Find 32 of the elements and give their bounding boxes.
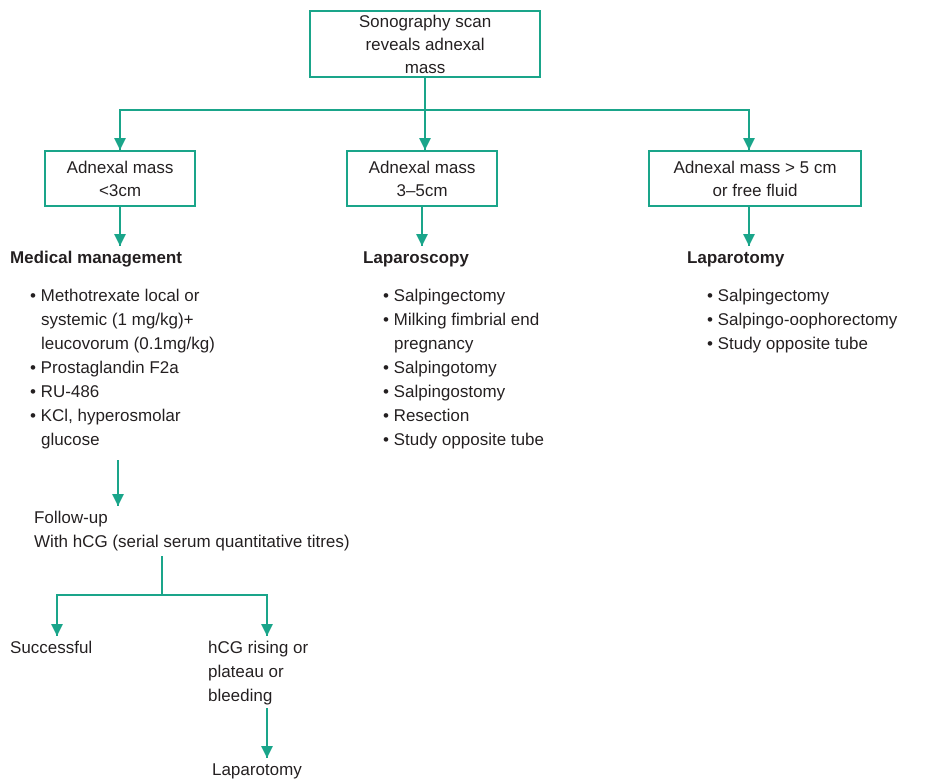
arrow	[261, 708, 273, 758]
arrow	[416, 207, 428, 246]
arrow	[743, 207, 755, 246]
list-item: • Study opposite tube	[707, 333, 869, 355]
arrow	[161, 556, 273, 636]
arrow	[424, 78, 755, 150]
process-box: Adnexal mass 3–5cm	[346, 150, 498, 207]
section-heading: Medical management	[10, 247, 183, 269]
flow-text: Follow-up	[34, 507, 109, 529]
section-heading: Laparoscopy	[363, 247, 470, 269]
list-item: • KCl, hyperosmolar glucose	[30, 405, 182, 451]
list-item: • Study opposite tube	[383, 429, 545, 451]
flow-text: With hCG (serial serum quantitative titres)	[34, 531, 351, 553]
list-item: • Resection	[383, 405, 470, 427]
arrow	[112, 460, 124, 506]
list-item: • Salpingo-oophorectomy	[707, 309, 898, 331]
list-item: • RU-486	[30, 381, 100, 403]
flow-text: hCG rising or plateau or bleeding	[208, 637, 310, 707]
list-item: • Salpingostomy	[383, 381, 506, 403]
process-box: Sonography scan reveals adnexal mass	[309, 10, 541, 78]
process-box: Adnexal mass <3cm	[44, 150, 196, 207]
flow-text: Laparotomy	[212, 759, 303, 781]
list-item: • Prostaglandin F2a	[30, 357, 180, 379]
list-item: • Milking fimbrial end pregnancy	[383, 309, 540, 355]
arrow	[114, 207, 126, 246]
list-item: • Salpingectomy	[707, 285, 830, 307]
list-item: • Salpingectomy	[383, 285, 506, 307]
flow-text: Successful	[10, 637, 94, 659]
list-item: • Methotrexate local or systemic (1 mg/kg)+ leucovorum (0.1mg/kg)	[30, 285, 216, 355]
section-heading: Laparotomy	[687, 247, 786, 269]
list-item: • Salpingotomy	[383, 357, 498, 379]
process-box: Adnexal mass > 5 cm or free fluid	[648, 150, 862, 207]
